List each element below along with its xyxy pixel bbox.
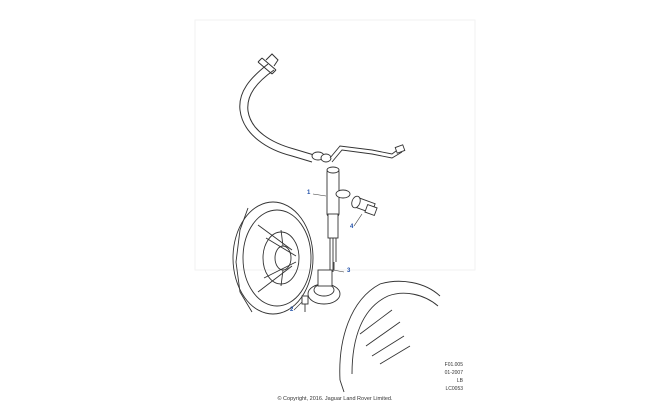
bolt [301, 295, 309, 312]
concentric-slave-cylinder [307, 262, 341, 305]
watermark [194, 19, 476, 271]
hose-fittings [311, 144, 406, 163]
bell-housing [339, 280, 441, 393]
copyright-notice: © Copyright, 2016. Jaguar Land Rover Lim… [277, 396, 393, 402]
callout-3: 3 [347, 268, 351, 274]
clutch-pressure-plate [232, 201, 314, 315]
callout-2: 2 [290, 307, 294, 313]
clutch-hose [239, 53, 315, 163]
ref-date: 01-2007 [444, 370, 463, 376]
callout-1: 1 [307, 190, 311, 196]
ref-market: LB [456, 378, 463, 384]
callout-4: 4 [350, 224, 354, 230]
clutch-line-assembly [326, 166, 351, 272]
bleed-connector [351, 195, 378, 217]
leader-lines [293, 193, 363, 311]
ref-code: F01.005 [444, 362, 463, 368]
ref-illustration-id: LC0053 [445, 386, 463, 392]
